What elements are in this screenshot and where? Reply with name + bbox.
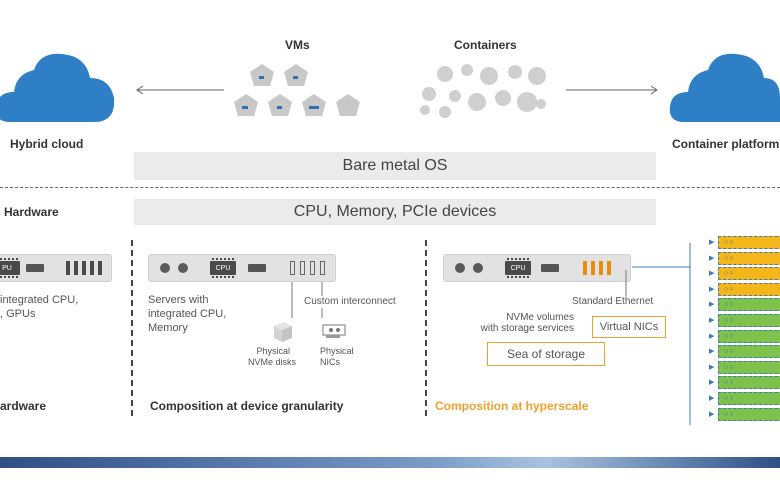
nvme-volumes-label: NVMe volumes with storage services bbox=[480, 312, 574, 334]
pcie-slot-active bbox=[583, 261, 587, 275]
pcie-slot-empty bbox=[300, 261, 305, 275]
memory-icon bbox=[248, 264, 266, 272]
sea-of-storage-box: Sea of storage bbox=[487, 342, 605, 366]
memory-icon bbox=[26, 264, 44, 272]
rack-unit-leds: ○○ bbox=[724, 254, 735, 262]
rack-unit: ▶ ○○ bbox=[709, 360, 780, 374]
pcie-slot-empty bbox=[310, 261, 315, 275]
rack-unit-leds: ○○ bbox=[724, 363, 735, 371]
arrow-right-icon: ▶ bbox=[709, 285, 715, 293]
rack-unit: ▶ ○○ bbox=[709, 251, 780, 265]
server-chassis-1: PU bbox=[0, 254, 112, 282]
server-chassis-2: CPU bbox=[148, 254, 336, 282]
col1-description: integrated CPU, , GPUs bbox=[0, 294, 79, 320]
nic-card-icon bbox=[322, 324, 346, 338]
col1-footer: ardware bbox=[0, 399, 47, 413]
arrow-right-icon: ▶ bbox=[709, 317, 715, 324]
rack-unit: ▶ ○○ bbox=[709, 376, 780, 390]
memory-icon bbox=[541, 264, 559, 272]
cpu-chip-icon: CPU bbox=[210, 258, 236, 278]
arrow-right-icon: ▶ bbox=[709, 410, 715, 418]
column-divider-1 bbox=[131, 240, 133, 416]
col3-footer: Composition at hyperscale bbox=[435, 399, 589, 413]
knob bbox=[160, 263, 170, 273]
rack-unit: ▶ ○○ bbox=[709, 407, 780, 421]
arrow-right-icon: ▶ bbox=[709, 332, 715, 340]
sea-of-storage-label: Sea of storage bbox=[506, 347, 586, 361]
col2-description: Servers with integrated CPU, Memory bbox=[148, 294, 227, 334]
arrow-right-icon: ▶ bbox=[709, 270, 715, 278]
ethernet-link-lines bbox=[625, 243, 691, 425]
bare-metal-os-bar: Bare metal OS bbox=[134, 152, 656, 180]
column-divider-2 bbox=[425, 240, 427, 416]
arrow-right-icon: ▶ bbox=[709, 348, 715, 356]
cpu-memory-pcie-bar: CPU, Memory, PCIe devices bbox=[134, 199, 656, 225]
col2-footer: Composition at device granularity bbox=[150, 399, 344, 413]
arrow-left-icon bbox=[136, 85, 224, 95]
pcie-slot bbox=[98, 261, 102, 275]
cpu-chip-icon: CPU bbox=[505, 258, 531, 278]
rack-unit-leds: ○○ bbox=[724, 317, 735, 324]
pcie-slot bbox=[74, 261, 78, 275]
rack-unit-leds: ○○ bbox=[724, 285, 735, 293]
pcie-slot bbox=[66, 261, 70, 275]
hybrid-cloud-icon bbox=[0, 53, 115, 122]
pcie-slot-active bbox=[599, 261, 603, 275]
arrow-right-icon: ▶ bbox=[709, 301, 715, 309]
rack-unit-leds: ○○ bbox=[724, 270, 735, 278]
container-platform-cloud-icon bbox=[669, 53, 780, 122]
interconnect-lines bbox=[291, 282, 323, 318]
rack-unit: ▶ ○○ bbox=[709, 392, 780, 405]
container-platform-label: Container platform bbox=[672, 137, 780, 151]
rack-unit-leds: ○○ bbox=[724, 410, 735, 418]
bare-metal-os-label: Bare metal OS bbox=[342, 157, 448, 174]
pcie-slot-empty bbox=[320, 261, 325, 275]
rack-unit: ▶ ○○ bbox=[709, 314, 780, 327]
cpu-chip-icon: PU bbox=[0, 258, 20, 278]
pcie-slot-empty bbox=[290, 261, 295, 275]
arrow-right-icon: ▶ bbox=[709, 239, 715, 246]
virtual-nics-box: Virtual NICs bbox=[592, 316, 666, 338]
pcie-slot bbox=[82, 261, 86, 275]
vms-label: VMs bbox=[285, 38, 310, 52]
arrow-right-icon: ▶ bbox=[709, 254, 715, 262]
rack-unit-leds: ○○ bbox=[724, 379, 735, 387]
containers-circles-icon bbox=[420, 64, 546, 118]
rack-unit-leds: ○○ bbox=[724, 348, 735, 356]
rack-unit-leds: ○○ bbox=[724, 395, 735, 402]
pcie-slot bbox=[90, 261, 94, 275]
pcie-slot-active bbox=[607, 261, 611, 275]
arrow-right-icon: ▶ bbox=[709, 363, 715, 371]
knob bbox=[178, 263, 188, 273]
rack-unit: ▶ ○○ bbox=[709, 282, 780, 296]
server-chassis-3: CPU bbox=[443, 254, 631, 282]
hardware-label: Hardware bbox=[4, 205, 59, 219]
nvme-disk-icon bbox=[274, 322, 292, 342]
containers-label: Containers bbox=[454, 38, 517, 52]
arrow-right-icon: ▶ bbox=[709, 395, 715, 402]
bottom-band bbox=[0, 457, 780, 468]
virtual-nics-label: Virtual NICs bbox=[599, 321, 659, 333]
pcie-slot-active bbox=[591, 261, 595, 275]
arrow-right-icon: ▶ bbox=[709, 379, 715, 387]
physical-nvme-label: Physical NVMe disks bbox=[248, 346, 297, 367]
rack-unit: ▶ ○○ bbox=[709, 298, 780, 312]
physical-nics-label: Physical NICs bbox=[320, 346, 354, 367]
vm-pentagons-icon bbox=[234, 64, 360, 116]
section-divider bbox=[0, 187, 780, 188]
rack-unit-leds: ○○ bbox=[724, 301, 735, 309]
custom-interconnect-label: Custom interconnect bbox=[304, 296, 396, 307]
rack-unit: ▶ ○○ bbox=[709, 345, 780, 359]
knob bbox=[473, 263, 483, 273]
rack-unit-leds: ○○ bbox=[724, 332, 735, 340]
standard-ethernet-label: Standard Ethernet bbox=[572, 296, 654, 307]
knob bbox=[455, 263, 465, 273]
cpu-memory-pcie-label: CPU, Memory, PCIe devices bbox=[293, 203, 497, 220]
rack-unit-leds: ○○ bbox=[724, 239, 735, 246]
rack-unit: ▶ ○○ bbox=[709, 267, 780, 281]
rack-unit: ▶ ○○ bbox=[709, 236, 780, 249]
rack-unit: ▶ ○○ bbox=[709, 329, 780, 343]
hybrid-cloud-label: Hybrid cloud bbox=[10, 137, 84, 151]
arrow-right-icon bbox=[566, 85, 658, 95]
